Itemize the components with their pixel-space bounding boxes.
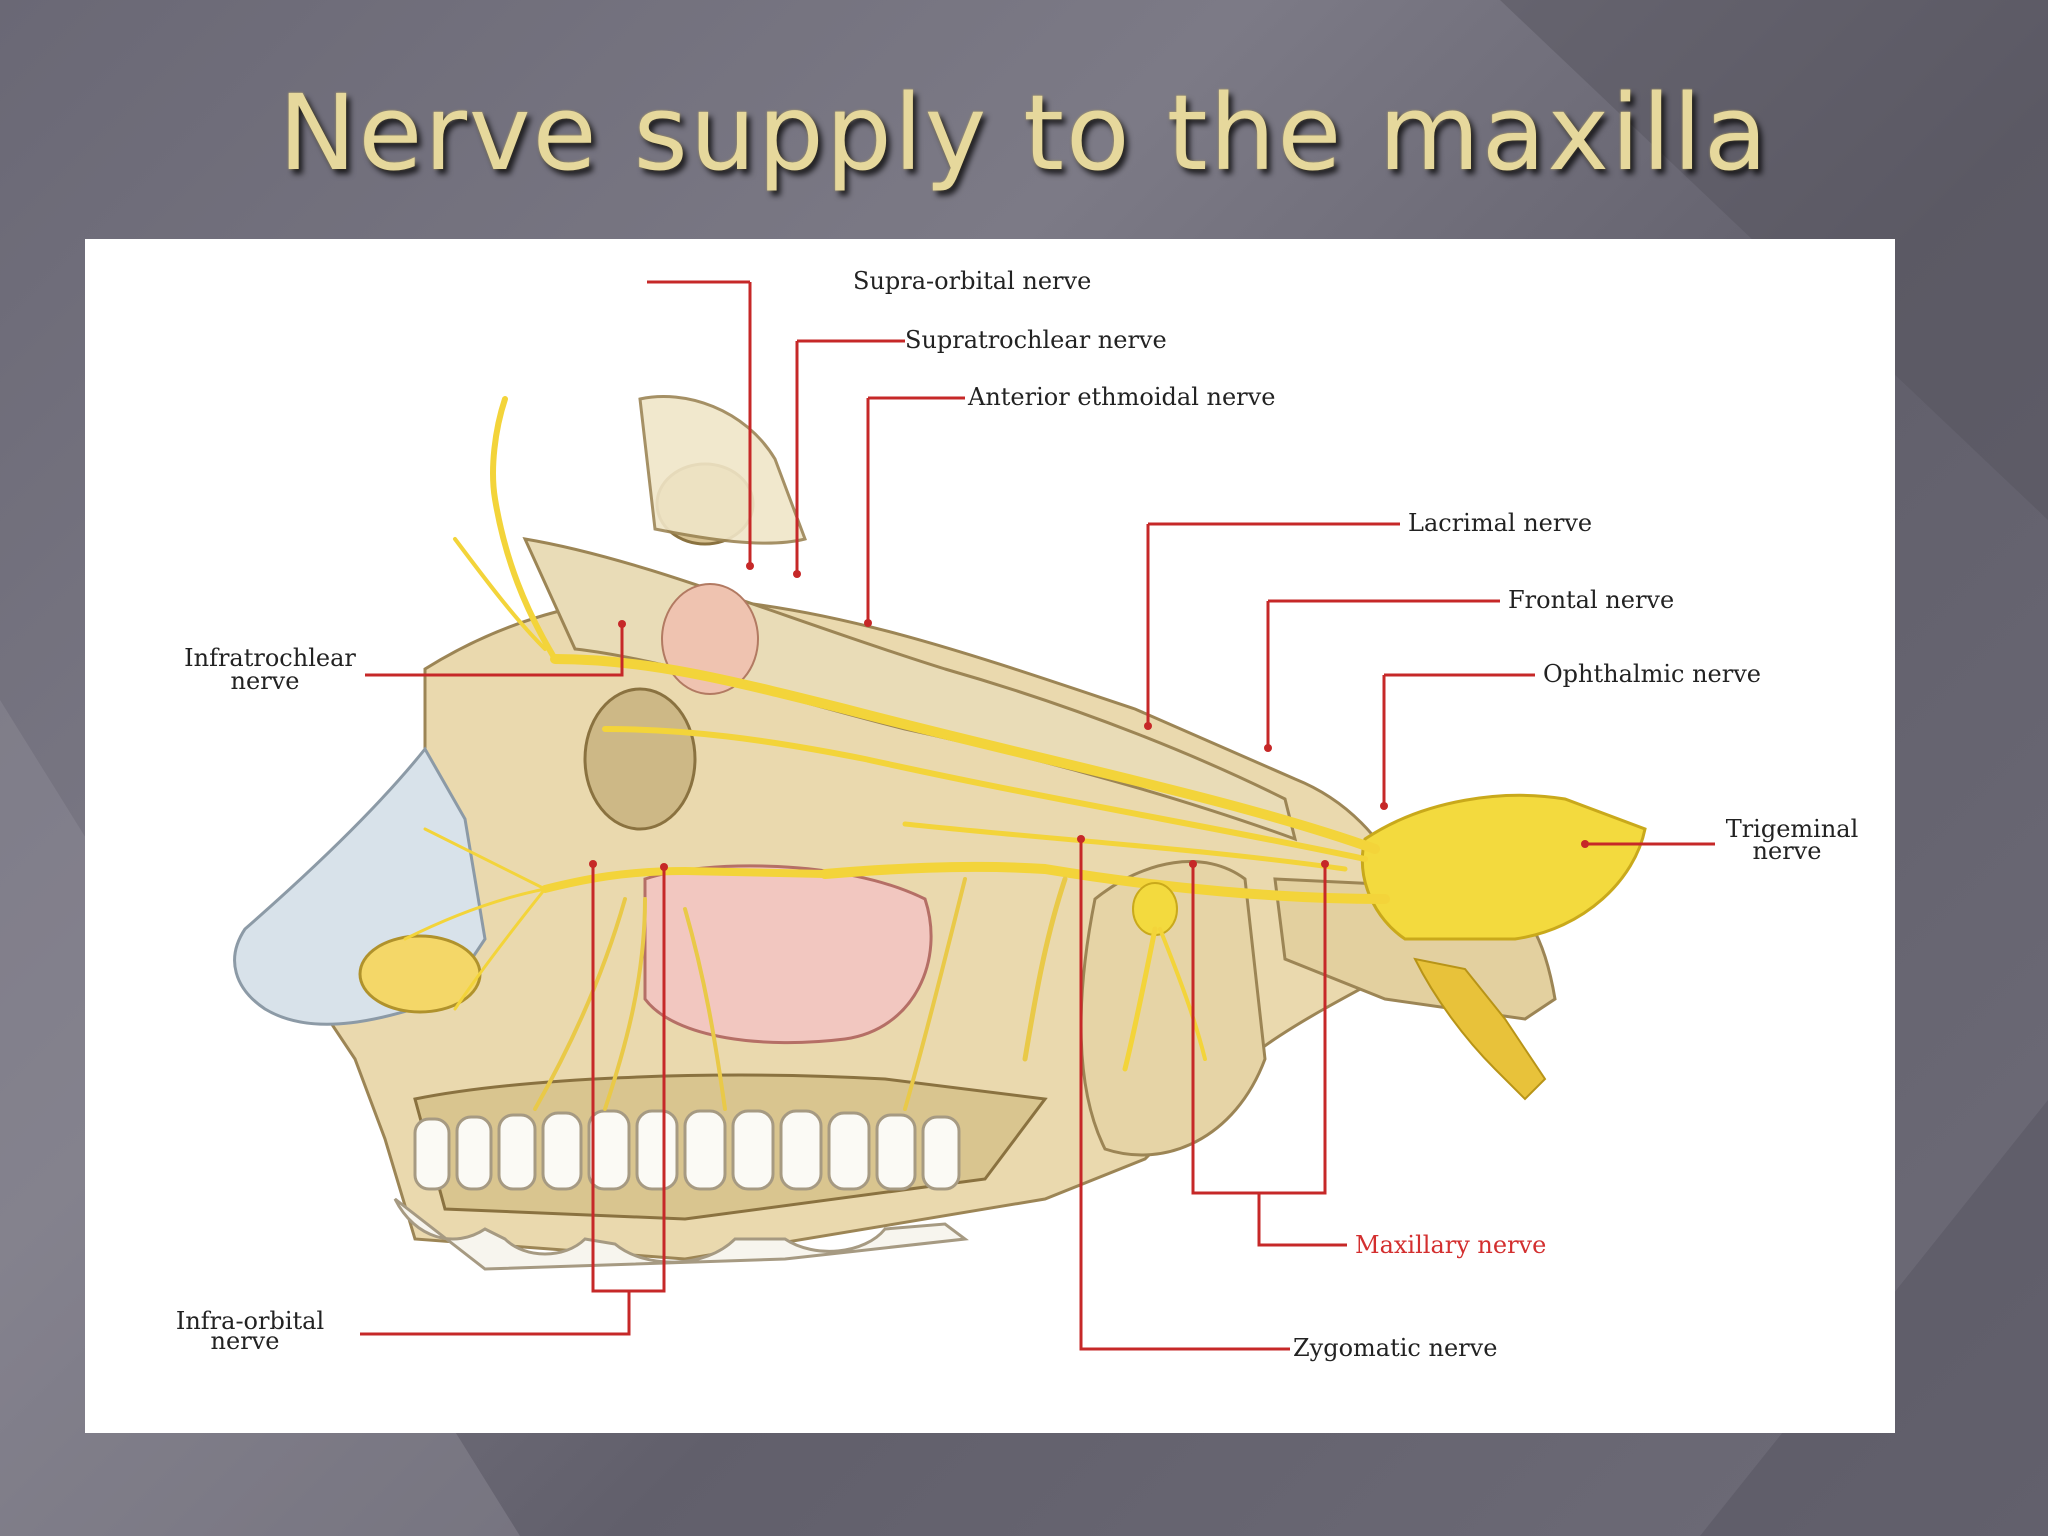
label-frontal-nerve: Frontal nerve (1508, 586, 1674, 614)
label-supra-orbital-nerve: Supra-orbital nerve (853, 267, 1091, 295)
label-infra-orbital-line1: Infra-orbital (176, 1307, 324, 1335)
leader-maxillary-stem (1257, 1193, 1347, 1247)
leader-zygomatic (1079, 839, 1290, 1351)
label-trigeminal-line2: nerve (1753, 837, 1822, 865)
skull-illustration (233, 395, 1557, 1261)
label-lacrimal-nerve: Lacrimal nerve (1408, 509, 1592, 537)
label-anterior-ethmoidal-nerve: Anterior ethmoidal nerve (967, 383, 1275, 411)
label-zygomatic-nerve: Zygomatic nerve (1293, 1334, 1497, 1362)
label-infratrochlear-line1: Infratrochlear (184, 644, 356, 672)
label-infra-orbital-line2: nerve (211, 1327, 280, 1355)
label-maxillary-nerve: Maxillary nerve (1355, 1231, 1546, 1259)
slide-title: Nerve supply to the maxilla (278, 72, 1770, 194)
anatomy-illustration: Supra-orbital nerve Supratrochlear nerve… (176, 267, 1859, 1362)
label-ophthalmic-nerve: Ophthalmic nerve (1543, 660, 1761, 688)
nerve-network (403, 396, 1647, 1111)
teeth (393, 1109, 969, 1271)
leader-lines (360, 280, 1715, 1351)
leader-infratrochlear (365, 624, 624, 677)
label-infratrochlear-line2: nerve (231, 667, 300, 695)
leader-infra-orbital-stem (360, 1291, 631, 1336)
diagram-panel: Supra-orbital nerve Supratrochlear nerve… (85, 239, 1895, 1433)
label-supratrochlear-nerve: Supratrochlear nerve (905, 326, 1167, 354)
label-trigeminal-line1: Trigeminal (1726, 815, 1859, 843)
